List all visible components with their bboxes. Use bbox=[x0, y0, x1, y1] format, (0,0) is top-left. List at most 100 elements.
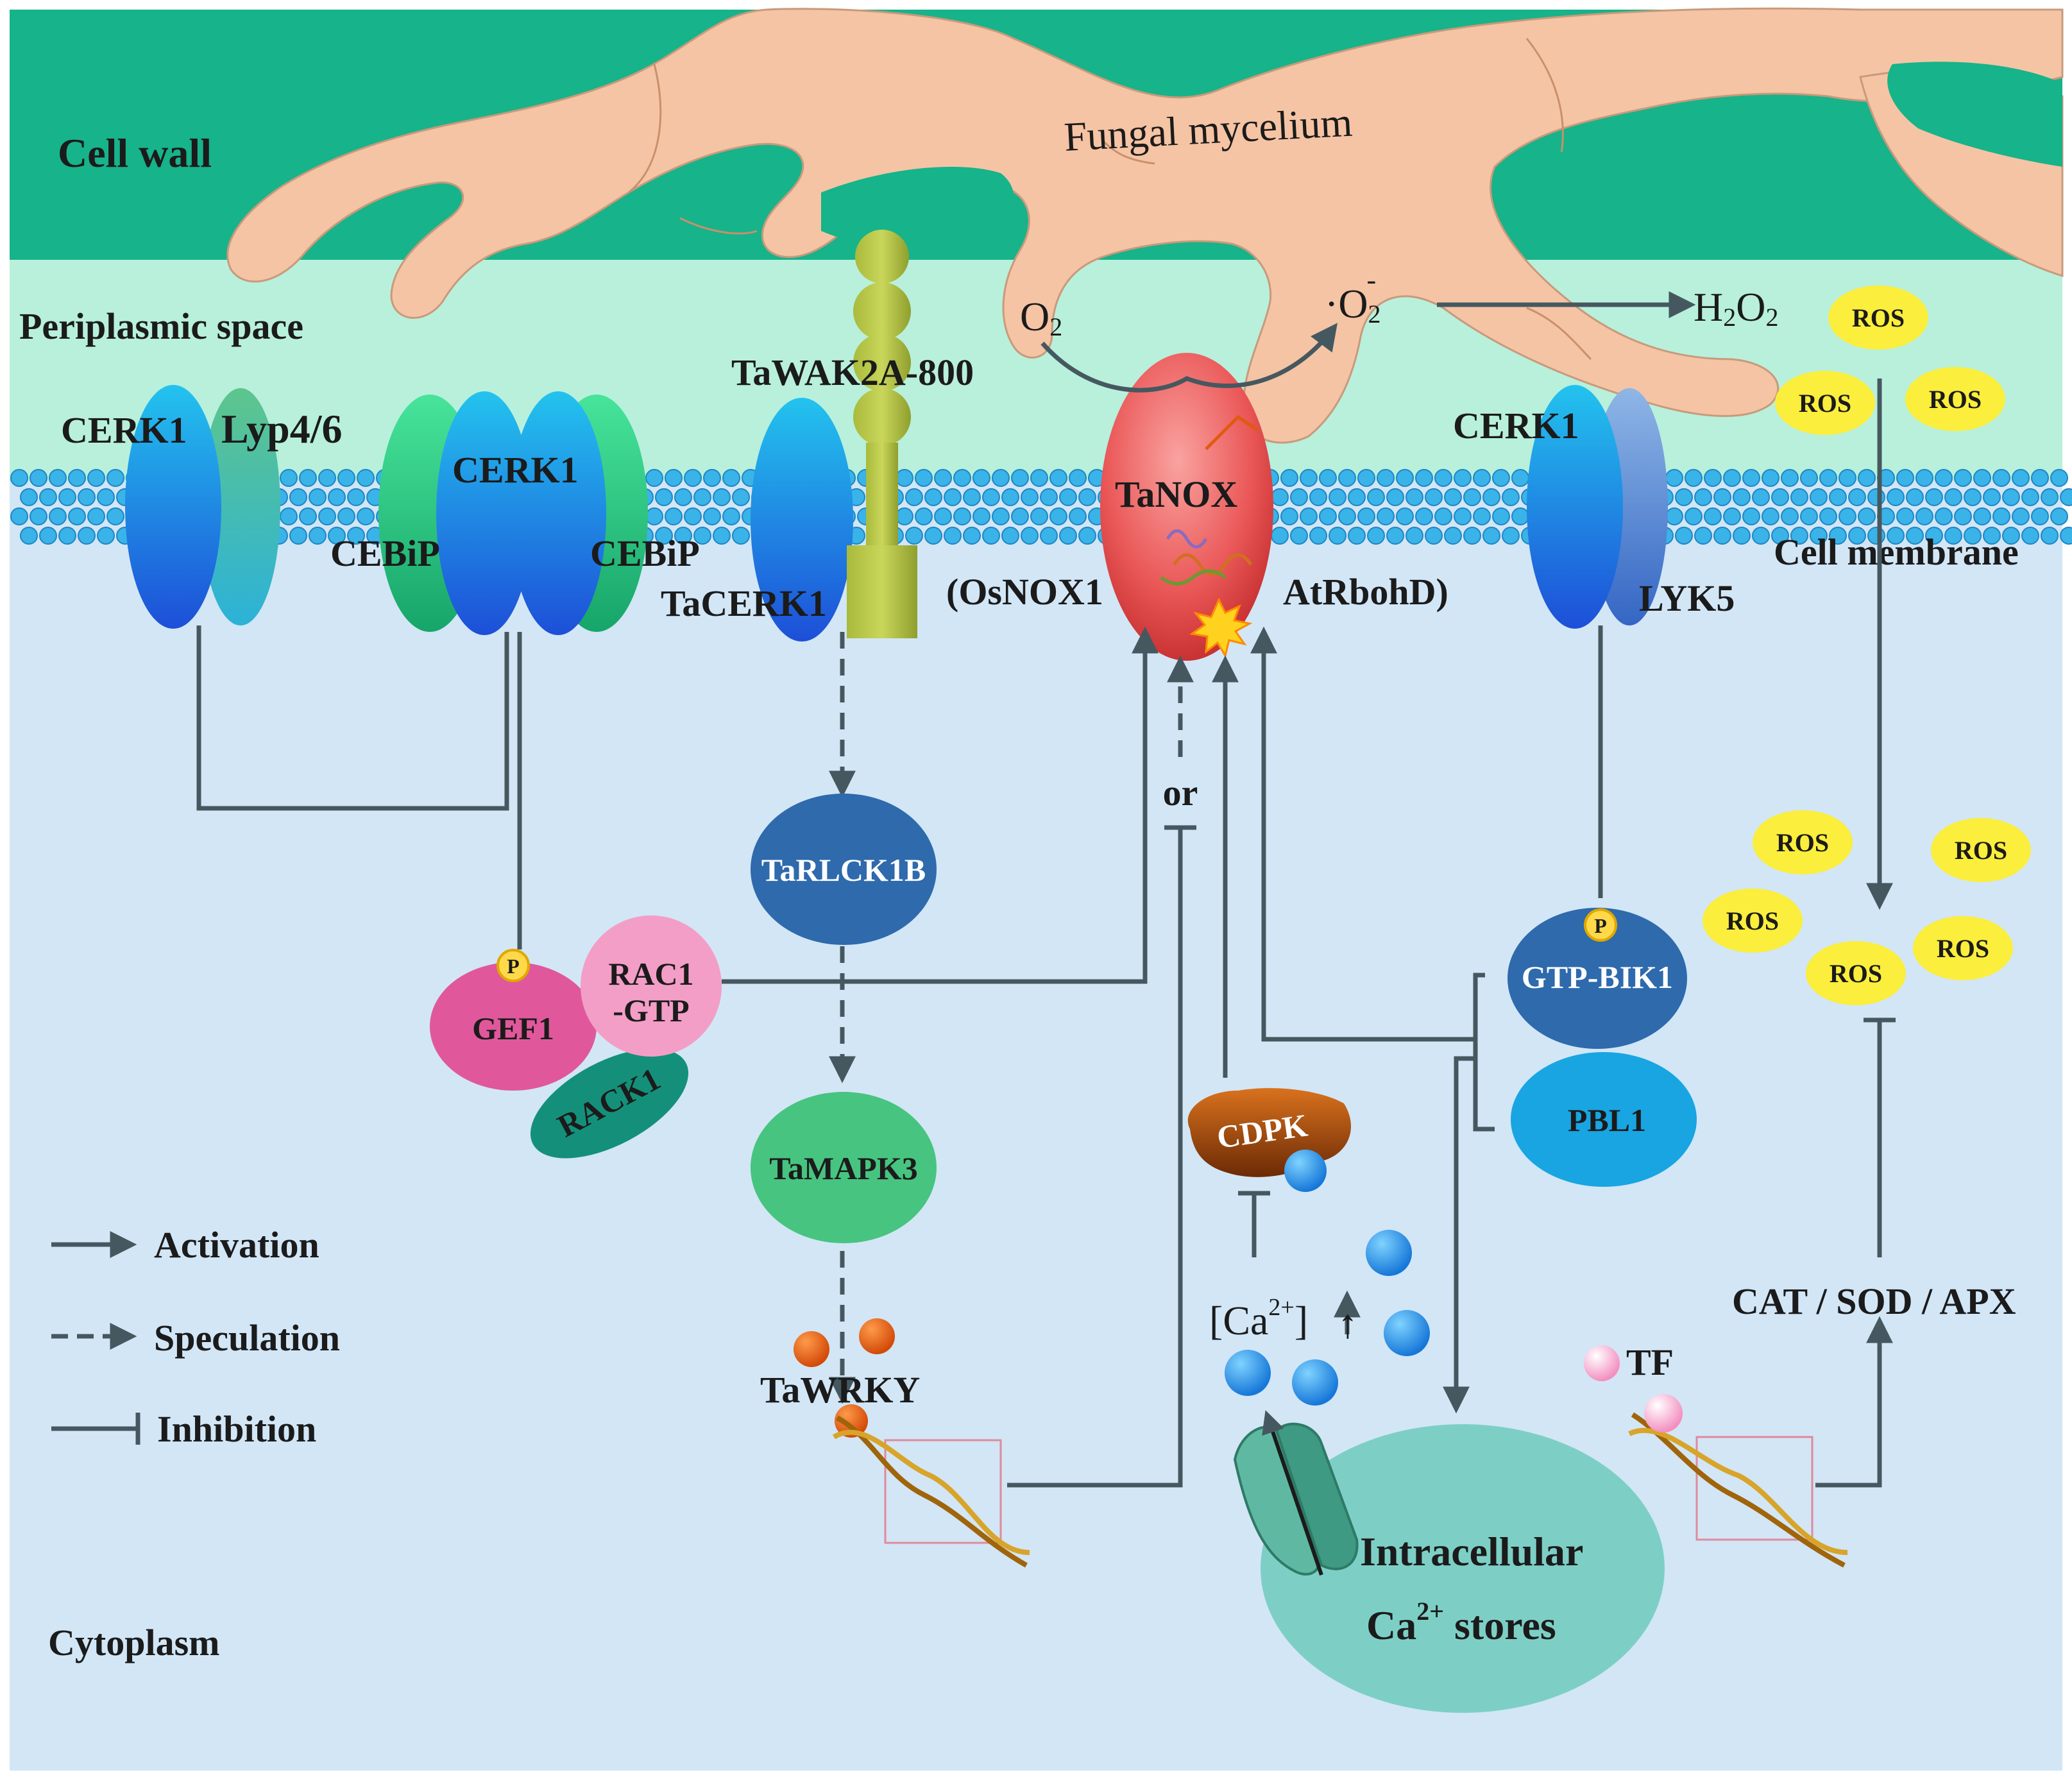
cebip-right-label: CEBiP bbox=[590, 532, 700, 574]
ros-label: ROS bbox=[1726, 906, 1779, 935]
cerk1-right-receptor bbox=[1527, 385, 1623, 629]
cerk1-left-receptor bbox=[125, 385, 221, 629]
lipid-head bbox=[674, 527, 692, 545]
cell-wall-patches bbox=[821, 62, 2062, 251]
lipid-head bbox=[1723, 507, 1741, 525]
lipid-head bbox=[1915, 507, 1933, 525]
lipid-head bbox=[318, 507, 336, 525]
lipid-head bbox=[1810, 488, 1828, 506]
lipid-head bbox=[1021, 527, 1039, 545]
lipid-head bbox=[337, 507, 355, 525]
lipid-head bbox=[309, 488, 327, 506]
rac1-label-line2: -GTP bbox=[613, 992, 689, 1028]
lipid-head bbox=[1858, 469, 1876, 487]
lipid-head bbox=[1367, 527, 1385, 545]
lipid-head bbox=[924, 488, 942, 506]
tawrky-factor bbox=[794, 1318, 895, 1438]
lipid-head bbox=[1021, 488, 1039, 506]
lipid-head bbox=[1049, 507, 1067, 525]
lipid-head bbox=[10, 507, 28, 525]
lipid-head bbox=[1733, 488, 1751, 506]
lipid-head bbox=[280, 507, 298, 525]
lipid-head bbox=[1858, 507, 1876, 525]
lipid-head bbox=[924, 527, 942, 545]
o2-label: O2 bbox=[1020, 294, 1062, 341]
rac1-gtp-node bbox=[581, 915, 722, 1057]
lipid-head bbox=[1896, 507, 1914, 525]
lipid-head bbox=[1338, 469, 1356, 487]
lipid-head bbox=[1665, 469, 1683, 487]
atrbohd-label: AtRbohD) bbox=[1283, 571, 1448, 613]
lipid-head bbox=[972, 507, 990, 525]
lipid-head bbox=[39, 527, 57, 545]
lipid-head bbox=[87, 469, 105, 487]
lipid-head bbox=[896, 507, 913, 525]
lipid-head bbox=[1723, 469, 1741, 487]
tanox-enzyme bbox=[1100, 353, 1273, 661]
lipid-head bbox=[2041, 527, 2059, 545]
lipid-head bbox=[665, 507, 683, 525]
lipid-head bbox=[2050, 469, 2068, 487]
lipid-head bbox=[1906, 527, 1924, 545]
lipid-head bbox=[289, 488, 307, 506]
lipid-head bbox=[1838, 507, 1856, 525]
cell-wall-label: Cell wall bbox=[58, 130, 212, 176]
lipid-head bbox=[1954, 507, 1972, 525]
lipid-head bbox=[693, 527, 711, 545]
lyp46-label: Lyp4/6 bbox=[221, 406, 343, 452]
ca-concentration-label: [Ca2+] bbox=[1209, 1294, 1308, 1343]
lipid-head bbox=[97, 488, 115, 506]
pbl1-label: PBL1 bbox=[1568, 1102, 1646, 1138]
lyk5-label: LYK5 bbox=[1639, 577, 1735, 619]
lipid-head bbox=[68, 469, 86, 487]
lipid-head bbox=[328, 488, 346, 506]
enzymes-label: CAT / SOD / APX bbox=[1732, 1280, 2016, 1322]
lipid-head bbox=[1309, 488, 1327, 506]
lipid-head bbox=[58, 527, 76, 545]
lipid-head bbox=[1781, 469, 1799, 487]
lipid-head bbox=[1405, 488, 1423, 506]
lipid-head bbox=[1983, 527, 2001, 545]
lipid-head bbox=[1781, 507, 1799, 525]
tamapk3-node bbox=[751, 1092, 937, 1243]
lipid-head bbox=[1059, 488, 1077, 506]
lipid-head bbox=[1059, 527, 1077, 545]
lipid-head bbox=[1964, 527, 1982, 545]
lipid-head bbox=[289, 527, 307, 545]
lipid-head bbox=[1992, 469, 2010, 487]
lipid-head bbox=[1973, 507, 1991, 525]
lipid-head bbox=[1444, 527, 1462, 545]
lipid-head bbox=[78, 527, 96, 545]
rack1-node bbox=[530, 1048, 689, 1159]
lipid-head bbox=[1338, 507, 1356, 525]
lipid-head bbox=[1348, 527, 1366, 545]
lipid-head bbox=[1280, 507, 1298, 525]
lipid-head bbox=[1473, 469, 1491, 487]
lipid-head bbox=[982, 527, 1000, 545]
lipid-head bbox=[49, 507, 67, 525]
lipid-head bbox=[1502, 527, 1520, 545]
lipid-head bbox=[1473, 507, 1491, 525]
lipid-head bbox=[1704, 507, 1722, 525]
tanox-label: TaNOX bbox=[1115, 473, 1237, 515]
lipid-head bbox=[347, 527, 365, 545]
cebip-left-label: CEBiP bbox=[330, 532, 440, 574]
h2o2-label: H2O2 bbox=[1694, 284, 1778, 332]
lipid-head bbox=[318, 469, 336, 487]
lipid-head bbox=[1935, 507, 1953, 525]
lipid-head bbox=[1078, 488, 1096, 506]
lipid-head bbox=[357, 469, 375, 487]
gtp-bik1-node bbox=[1507, 908, 1687, 1049]
lipid-head bbox=[1011, 507, 1029, 525]
lipid-head bbox=[1762, 469, 1779, 487]
lipid-head bbox=[905, 488, 923, 506]
lipid-head bbox=[1309, 527, 1327, 545]
lipid-head bbox=[1944, 488, 1962, 506]
lipid-head bbox=[1300, 469, 1318, 487]
lipid-head bbox=[934, 469, 952, 487]
o2-to-superoxide-arrow bbox=[1040, 323, 1338, 393]
lipid-head bbox=[1348, 488, 1366, 506]
lipid-head bbox=[1040, 527, 1058, 545]
lipid-head bbox=[1896, 469, 1914, 487]
lipid-head bbox=[1810, 527, 1828, 545]
